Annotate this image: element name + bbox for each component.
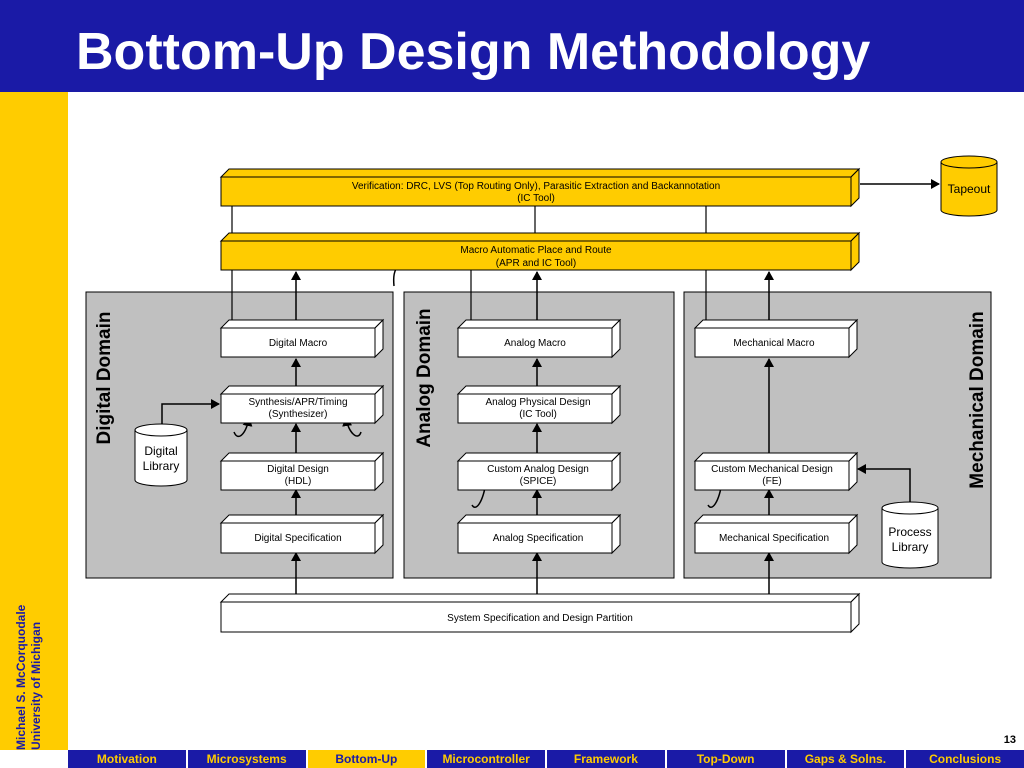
- analog-design-label: Custom Analog Design: [487, 464, 589, 475]
- macro-apr-tool: (APR and IC Tool): [496, 258, 576, 269]
- analog-macro-box: Analog Macro: [456, 318, 622, 359]
- mechanical-design-tool: (FE): [762, 476, 781, 487]
- nav-tab-motivation[interactable]: Motivation: [68, 750, 188, 768]
- mechanical-macro-label: Mechanical Macro: [733, 338, 815, 349]
- mechanical-domain-label: Mechanical Domain: [967, 311, 988, 488]
- digital-design-label: Digital Design: [267, 464, 329, 475]
- analog-physical-label: Analog Physical Design: [485, 397, 590, 408]
- verification-label: Verification: DRC, LVS (Top Routing Only…: [352, 181, 720, 192]
- flow-arrows: [161, 179, 940, 594]
- nav-tab-conclusions[interactable]: Conclusions: [929, 752, 1002, 766]
- section-nav-bar: Motivation Microsystems Bottom-Up Microc…: [68, 750, 1024, 768]
- macro-apr-box: Macro Automatic Place and Route (APR and…: [219, 231, 861, 272]
- process-library-label-2: Library: [892, 540, 929, 554]
- mechanical-design-label: Custom Mechanical Design: [711, 464, 833, 475]
- digital-library-label-1: Digital: [144, 444, 177, 458]
- nav-tab-microcontroller[interactable]: Microcontroller: [427, 750, 547, 768]
- synthesis-tool: (Synthesizer): [269, 409, 328, 420]
- connector-lines: [231, 206, 707, 320]
- digital-library-label-2: Library: [143, 459, 180, 473]
- digital-design-tool: (HDL): [285, 476, 312, 487]
- mechanical-design-box: Custom Mechanical Design (FE): [693, 451, 859, 492]
- analog-macro-label: Analog Macro: [504, 338, 566, 349]
- process-library-label-1: Process: [888, 525, 931, 539]
- digital-macro-box: Digital Macro: [219, 318, 385, 359]
- system-spec-label: System Specification and Design Partitio…: [447, 613, 633, 624]
- nav-tab-framework[interactable]: Framework: [547, 750, 667, 768]
- analog-design-box: Custom Analog Design (SPICE): [456, 451, 622, 492]
- digital-spec-box: Digital Specification: [219, 513, 385, 555]
- analog-domain-label: Analog Domain: [414, 308, 435, 447]
- side-bar: [0, 92, 68, 750]
- process-library-cylinder: Process Library: [881, 501, 939, 569]
- page-number: 13: [1003, 734, 1016, 746]
- mechanical-spec-label: Mechanical Specification: [719, 533, 829, 544]
- macro-apr-label: Macro Automatic Place and Route: [460, 245, 612, 256]
- analog-physical-tool: (IC Tool): [519, 409, 557, 420]
- nav-tab-gaps-solns[interactable]: Gaps & Solns.: [787, 750, 907, 768]
- digital-domain-label: Digital Domain: [94, 311, 115, 444]
- mechanical-macro-box: Mechanical Macro: [693, 318, 859, 359]
- digital-design-box: Digital Design (HDL): [219, 451, 385, 492]
- verification-box: Verification: DRC, LVS (Top Routing Only…: [219, 167, 861, 208]
- digital-library-cylinder: Digital Library: [134, 423, 188, 487]
- analog-physical-box: Analog Physical Design (IC Tool): [456, 384, 622, 425]
- tapeout-label: Tapeout: [948, 182, 991, 196]
- synthesis-box: Synthesis/APR/Timing (Synthesizer): [219, 384, 385, 425]
- analog-spec-label: Analog Specification: [493, 533, 584, 544]
- mechanical-spec-box: Mechanical Specification: [693, 513, 859, 555]
- system-spec-box: System Specification and Design Partitio…: [219, 592, 861, 634]
- nav-tab-top-down[interactable]: Top-Down: [667, 750, 787, 768]
- tapeout-cylinder: Tapeout: [940, 155, 998, 217]
- digital-spec-label: Digital Specification: [254, 533, 341, 544]
- analog-spec-box: Analog Specification: [456, 513, 622, 555]
- synthesis-label: Synthesis/APR/Timing: [248, 397, 347, 408]
- title-bar: Bottom-Up Design Methodology: [0, 0, 1024, 92]
- digital-macro-label: Digital Macro: [269, 338, 328, 349]
- verification-tool: (IC Tool): [517, 193, 555, 204]
- nav-tab-microsystems[interactable]: Microsystems: [188, 750, 308, 768]
- analog-design-tool: (SPICE): [520, 476, 557, 487]
- nav-tab-bottom-up[interactable]: Bottom-Up: [307, 750, 428, 768]
- slide-title: Bottom-Up Design Methodology: [76, 23, 871, 81]
